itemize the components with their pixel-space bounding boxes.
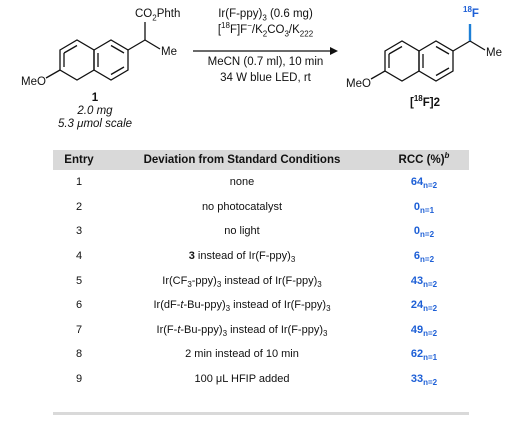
cell-rcc: 33n=2 [410,373,438,388]
table-body: 1 none 64n=2 2 no photocatalyst 0n=1 3 no light… [53,170,469,391]
table-row: 5 Ir(CF3-ppy)3 instead of Ir(F-ppy)3 43n=2 [53,268,469,293]
cell-deviation: 3 instead of Ir(F-ppy)3 [188,250,296,265]
cell-deviation: Ir(CF3-ppy)3 instead of Ir(F-ppy)3 [162,274,322,289]
cell-entry: 9 [75,373,83,386]
reaction-drawing [45,22,486,82]
product-structure [370,24,486,82]
cell-entry: 8 [75,348,83,361]
cell-deviation: 2 min instead of 10 min [185,348,299,361]
header-entry: Entry [53,150,105,170]
table-row: 1 none 64n=2 [53,170,469,195]
product-methyl-label: Me [486,47,502,59]
table-header-row: Entry Deviation from Standard Conditions… [53,150,469,170]
results-table: Entry Deviation from Standard Conditions… [53,150,469,391]
cell-entry: 3 [75,225,83,238]
cell-deviation: 100 μL HFIP added [194,373,290,386]
cell-entry: 6 [75,299,83,312]
starting-material-structure [45,22,161,81]
cell-rcc: 64n=2 [410,176,438,191]
sm-mass: 2.0 mg [77,105,113,117]
condition-light: 34 W blue LED, rt [220,72,311,84]
cell-rcc: 0n=2 [413,225,435,240]
sm-methyl-label: Me [161,46,177,58]
cell-deviation: Ir(dF-t-Bu-ppy)3 instead of Ir(F-ppy)3 [153,299,331,314]
cell-rcc: 6n=2 [413,250,435,265]
sm-methoxy-label: MeO [21,76,46,88]
table-bottom-rule [53,412,469,415]
condition-solvent: MeCN (0.7 ml), 10 min [207,56,324,68]
reaction-scheme: CO2Phth Me MeO 1 2.0 mg 5.3 μmol scale I… [0,0,514,140]
table-row: 8 2 min instead of 10 min 62n=1 [53,342,469,367]
cell-entry: 5 [75,274,83,287]
sm-scale: 5.3 μmol scale [57,118,133,130]
cell-deviation: no photocatalyst [201,200,283,213]
cell-entry: 2 [75,200,83,213]
cell-deviation: none [229,176,255,189]
cell-rcc: 24n=2 [410,299,438,314]
product-number: [18F]2 [410,94,441,109]
table-row: 4 3 instead of Ir(F-ppy)3 6n=2 [53,244,469,269]
reaction-arrow [193,47,338,55]
sm-number: 1 [91,92,99,104]
cell-deviation: Ir(F-t-Bu-ppy)3 instead of Ir(F-ppy)3 [156,323,328,339]
cell-entry: 7 [75,323,83,336]
cell-entry: 1 [75,176,83,189]
cell-rcc: 43n=2 [410,274,438,289]
table-row: 7 Ir(F-t-Bu-ppy)3 instead of Ir(F-ppy)3 49… [53,318,469,343]
cell-rcc: 62n=1 [410,348,438,363]
condition-fluoride: [18F]F−/K2CO3/K222 [217,21,314,39]
table-row: 3 no light 0n=2 [53,219,469,244]
sm-ester-group: CO2Phth [135,8,181,23]
table-row: 9 100 μL HFIP added 33n=2 [53,367,469,392]
product-fluorine-label: 18F [463,5,479,20]
table-row: 2 no photocatalyst 0n=1 [53,195,469,220]
product-methoxy-label: MeO [346,78,371,90]
cell-deviation: no light [224,225,260,238]
cell-entry: 4 [75,250,83,263]
header-deviation: Deviation from Standard Conditions [105,150,379,170]
cell-rcc: 0n=1 [413,200,435,215]
table-row: 6 Ir(dF-t-Bu-ppy)3 instead of Ir(F-ppy)3 2… [53,293,469,318]
header-rcc: RCC (%)b [379,150,469,170]
cell-rcc: 49n=2 [410,323,438,338]
condition-catalyst: Ir(F-ppy)3 (0.6 mg) [218,8,313,23]
